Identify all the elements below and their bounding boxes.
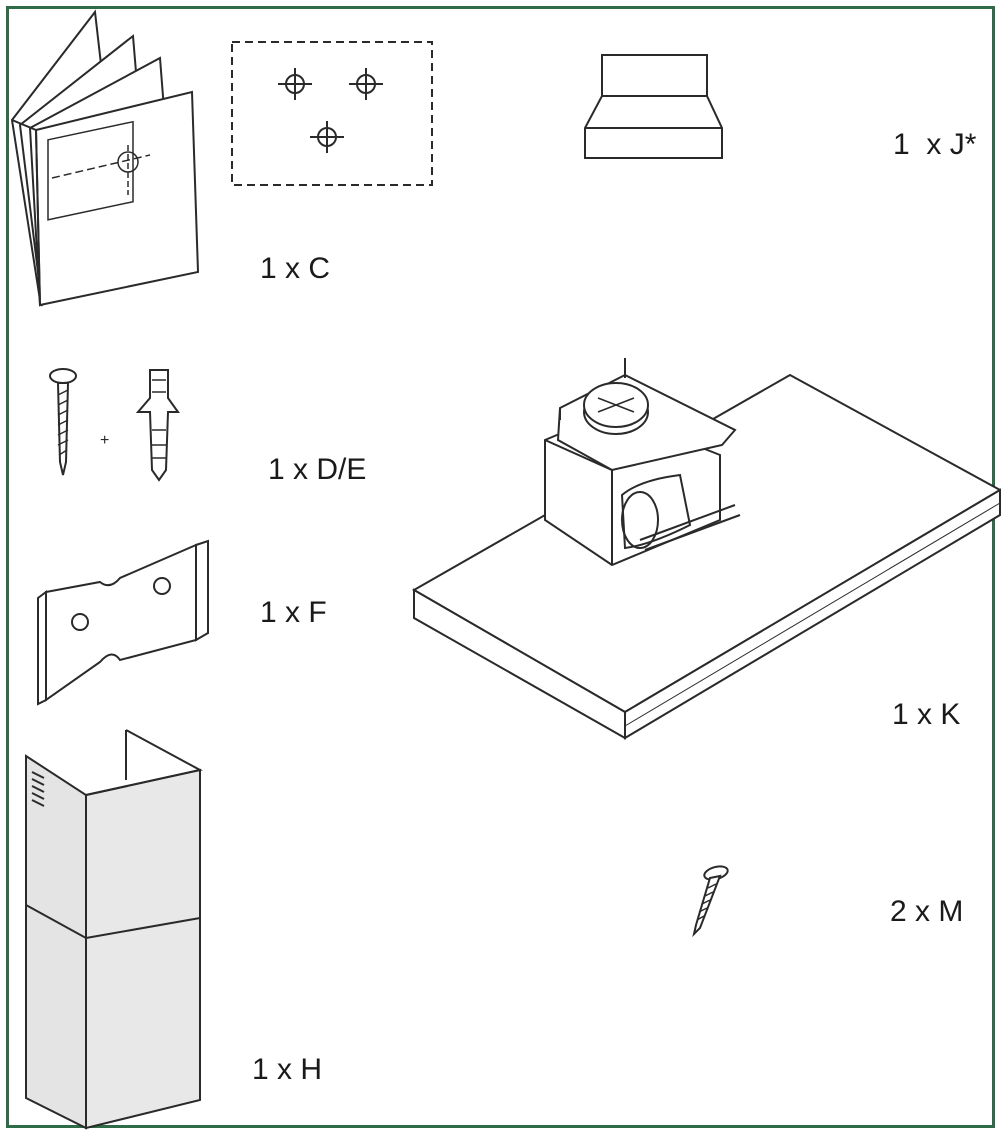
part-label-h: 1 x H — [252, 1053, 323, 1086]
mounting-bracket-icon — [37, 539, 209, 706]
screw-icon — [692, 865, 729, 938]
duct-adapter-icon — [584, 54, 723, 159]
chimney-cover-icon — [25, 729, 203, 1130]
part-label-c: 1 x C — [260, 252, 331, 285]
part-label-m: 2 x M — [890, 895, 964, 928]
part-label-f: 1 x F — [260, 596, 327, 629]
part-label-j: 1 x J* — [893, 128, 977, 161]
drilling-template-icon — [231, 41, 433, 186]
part-label-de: 1 x D/E — [268, 453, 367, 486]
plus-sign: + — [100, 432, 109, 449]
template-booklet-icon — [10, 9, 200, 307]
screw-and-wall-plug-icon — [49, 368, 180, 482]
part-label-k: 1 x K — [892, 698, 961, 731]
diagram-frame — [6, 6, 995, 1128]
hood-body-with-motor-icon — [411, 358, 1001, 740]
